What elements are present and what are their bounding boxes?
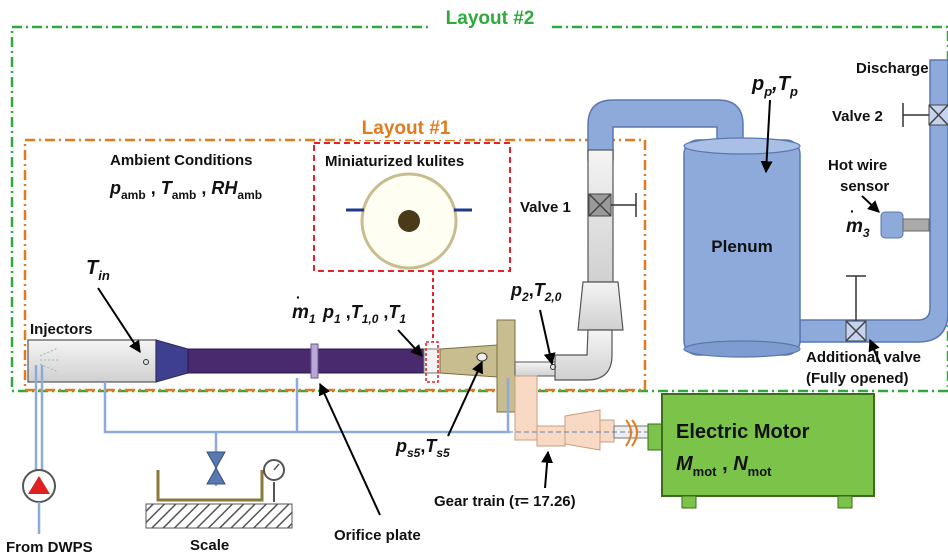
layout1-boundary	[23, 138, 647, 392]
kulites-inset	[313, 142, 511, 272]
water-supply-lines	[34, 365, 510, 486]
discharge-label: Discharge	[856, 60, 929, 77]
flow-valve	[206, 451, 226, 485]
compressor	[439, 319, 556, 413]
additional-valve	[845, 275, 867, 342]
inlet-temperature: Tin	[86, 257, 110, 283]
electric-motor	[647, 393, 875, 509]
plenum	[683, 137, 801, 358]
valve1-duct	[554, 149, 624, 381]
additional-valve-note: (Fully opened)	[806, 370, 909, 387]
main-duct	[187, 348, 425, 374]
hot-wire-label-2: sensor	[840, 178, 889, 195]
ambient-title: Ambient Conditions	[110, 152, 253, 169]
layout2-title: Layout #2	[446, 8, 535, 29]
kulites-label: Miniaturized kulites	[325, 153, 464, 170]
motor-torque-speed: Mmot , Nmot	[676, 453, 772, 479]
hot-wire-label-1: Hot wire	[828, 157, 887, 174]
ambient-variables: pamb , Tamb , RHamb	[109, 178, 262, 202]
gear-train-label: Gear train (τ= 17.26)	[434, 493, 576, 510]
station2-variables: p2,T2,0	[510, 280, 562, 304]
plenum-pressure-temp: pp,Tp	[751, 73, 798, 99]
m3-symbol: m3	[846, 216, 870, 240]
layout1-title: Layout #1	[362, 118, 451, 139]
valve1	[588, 193, 637, 217]
scale-label: Scale	[190, 537, 229, 554]
valve2	[902, 103, 948, 127]
orifice-plate-label: Orifice plate	[334, 527, 421, 544]
svg-text:·: ·	[850, 203, 855, 219]
plenum-label: Plenum	[711, 237, 772, 256]
gear-train	[460, 375, 665, 451]
scale	[145, 459, 293, 529]
from-dwps-label: From DWPS	[6, 539, 93, 556]
hot-wire-sensor	[880, 211, 930, 239]
additional-valve-label: Additional valve	[806, 349, 921, 366]
valve2-label: Valve 2	[832, 108, 883, 125]
svg-text:·: ·	[296, 289, 301, 305]
electric-motor-label: Electric Motor	[676, 421, 810, 443]
orifice-plate	[310, 343, 319, 379]
injector-section	[27, 339, 189, 383]
station-s5-variables: ps5,Ts5	[395, 436, 450, 460]
mass-flow-m1: m1	[292, 302, 316, 326]
valve1-label: Valve 1	[520, 199, 571, 216]
station1-variables: p1 ,T1,0 ,T1	[322, 302, 406, 326]
pump-icon	[22, 469, 56, 534]
injectors-label: Injectors	[30, 321, 93, 338]
